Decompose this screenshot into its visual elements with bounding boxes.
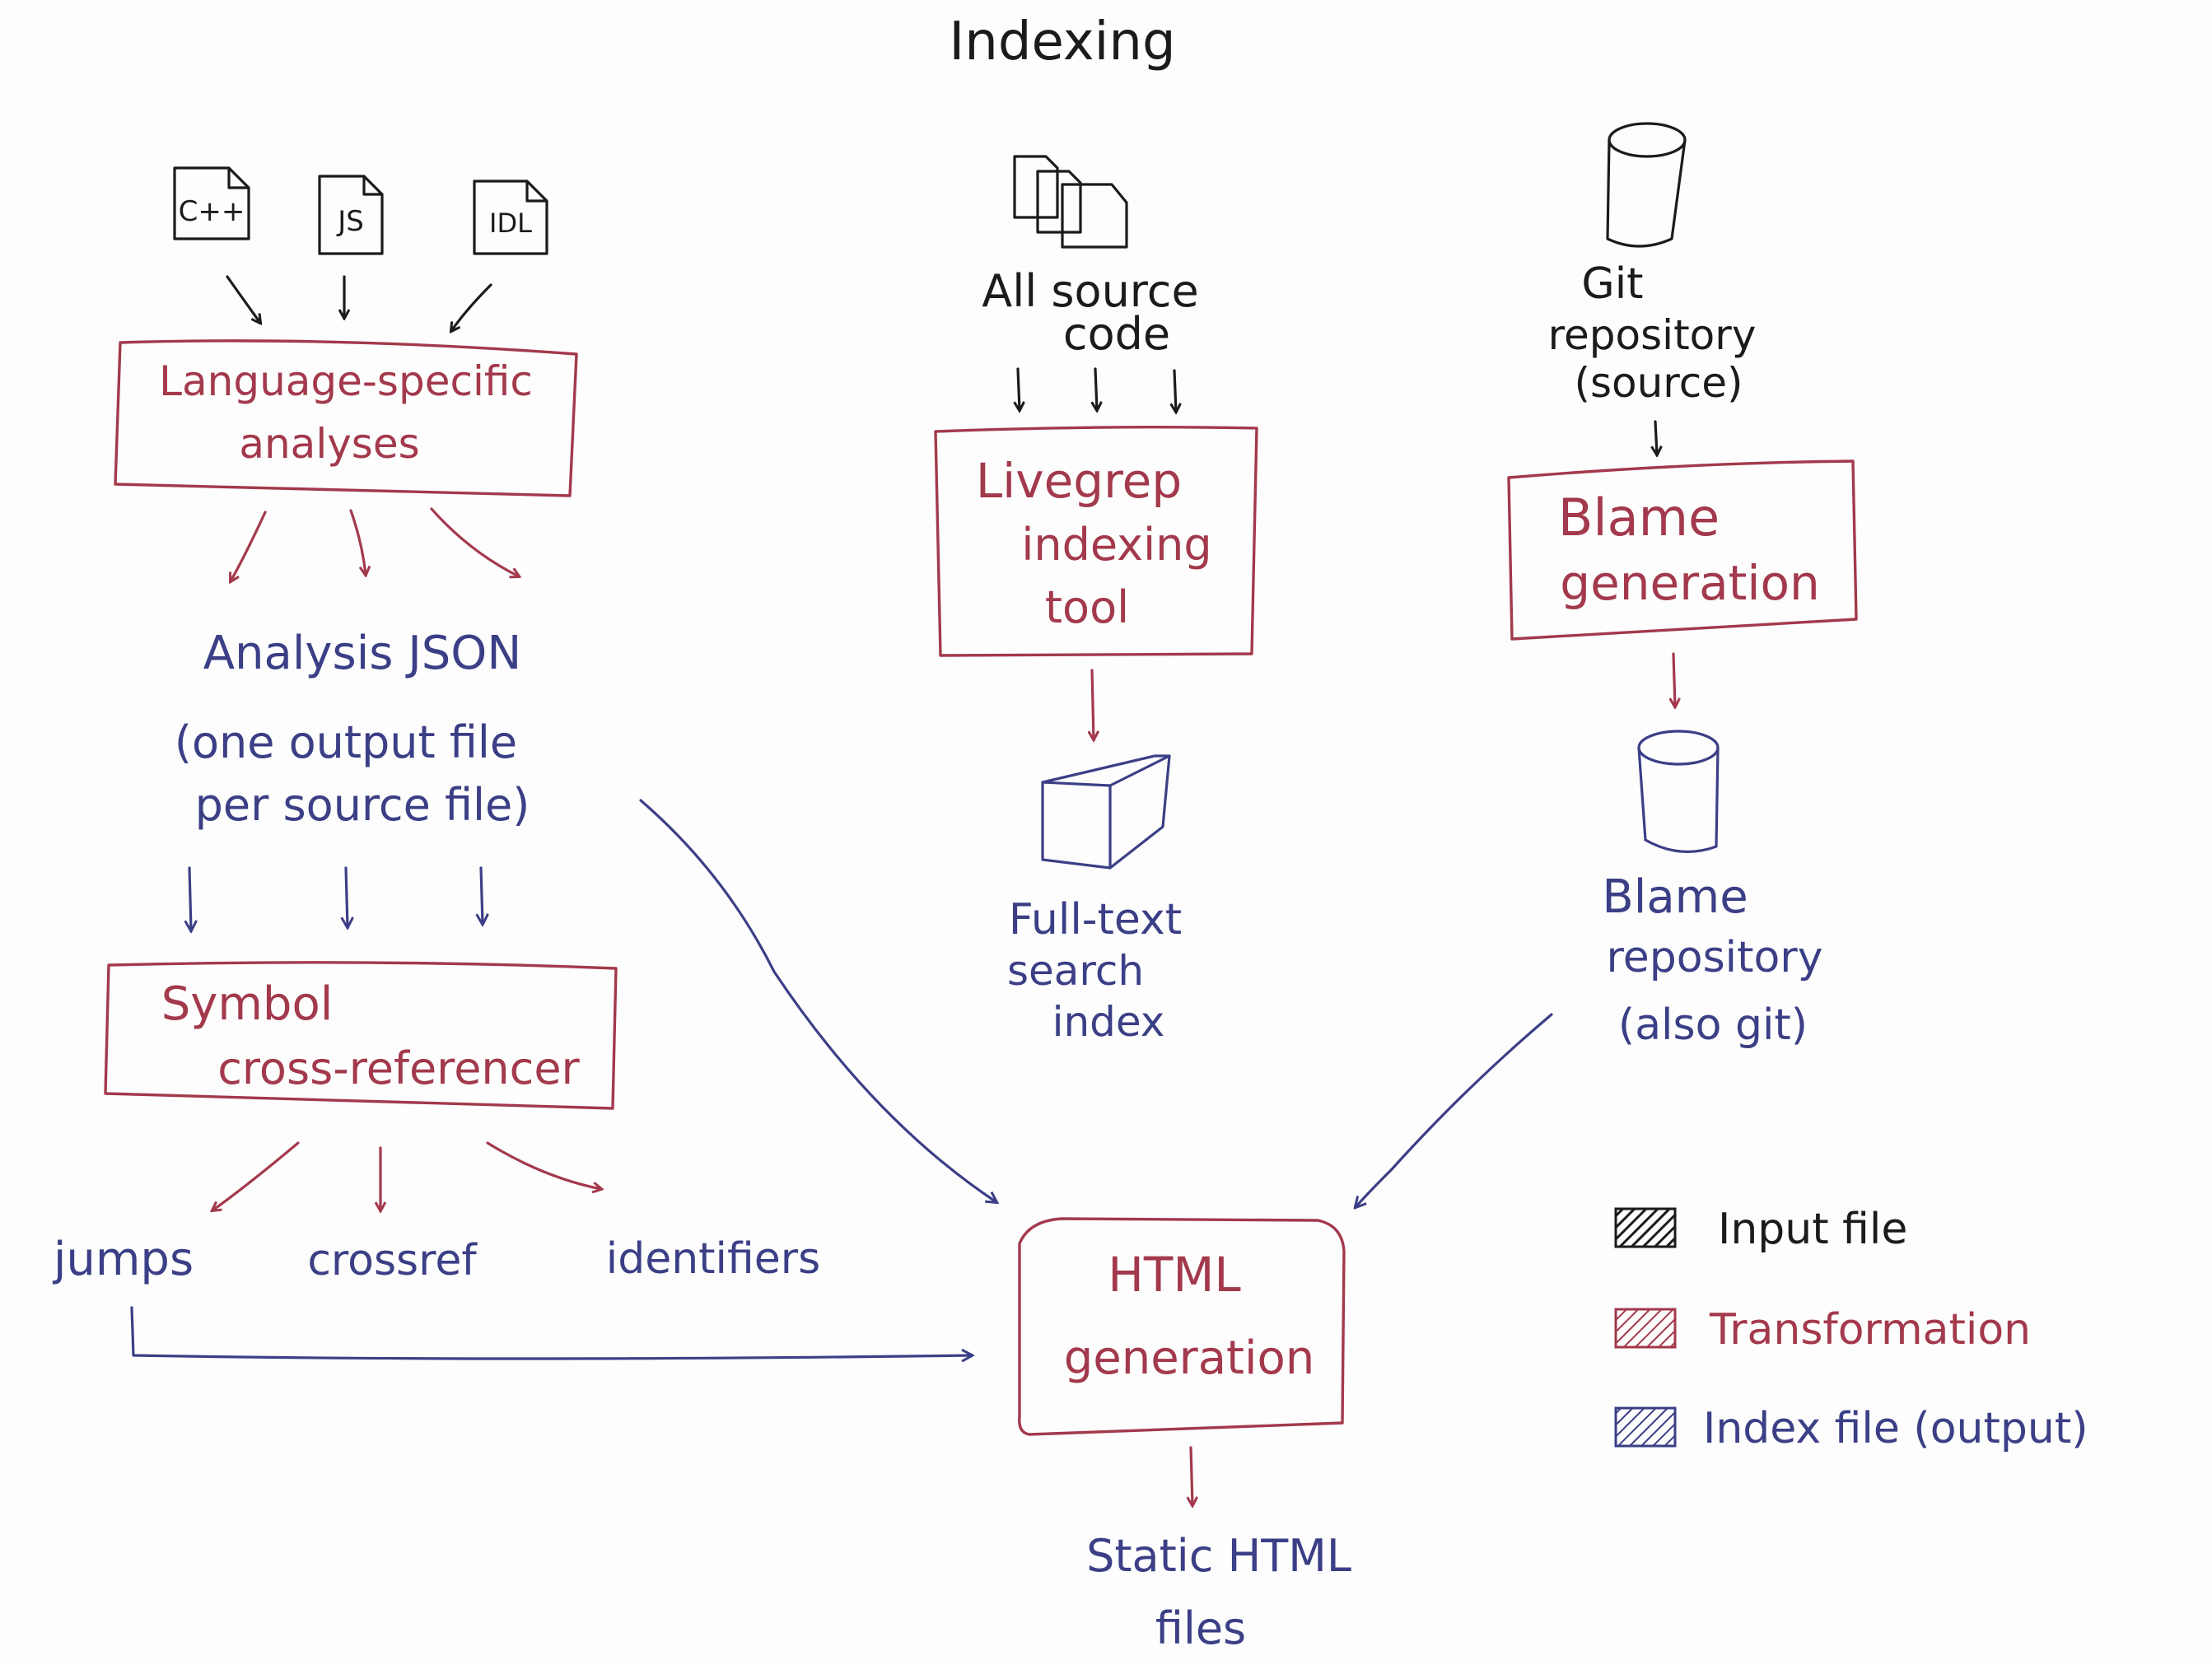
arrow-git-to-blame (1655, 420, 1657, 455)
symbol-xref-line2: cross-referencer (217, 1042, 580, 1094)
git-repo-line1: Git (1581, 259, 1643, 309)
arrow-cpp-to-analyses (226, 275, 260, 323)
arrow-source-to-livegrep-3 (1174, 369, 1176, 412)
arrow-outputs-to-html (130, 1306, 972, 1359)
livegrep-line2: indexing (1021, 519, 1211, 571)
html-generation-line1: HTML (1108, 1247, 1240, 1303)
blame-repository-cylinder-icon (1637, 730, 1720, 853)
cpp-file-label: C++ (179, 195, 245, 228)
arrow-json-to-xref-1 (189, 866, 191, 930)
html-generation-line2: generation (1064, 1332, 1315, 1385)
js-file-icon: JS (318, 175, 384, 255)
language-analyses-box (114, 339, 578, 497)
arrow-idl-to-analyses (451, 283, 492, 331)
arrow-analyses-to-json-3 (430, 507, 519, 576)
legend-transformation-label: Transformation (1709, 1305, 2031, 1355)
identifiers-label: identifiers (606, 1234, 820, 1284)
legend-input-swatch (1614, 1207, 1677, 1248)
all-source-line2: code (1063, 308, 1170, 360)
fulltext-line2: search (1007, 947, 1144, 995)
idl-file-icon: IDL (473, 180, 548, 255)
legend-input-label: Input file (1718, 1205, 1907, 1254)
livegrep-line1: Livegrep (976, 453, 1182, 509)
cpp-file-icon: C++ (173, 166, 250, 240)
arrow-analyses-to-json-2 (349, 509, 366, 575)
fulltext-line3: index (1052, 998, 1165, 1046)
analysis-json-line3: per source file) (195, 779, 530, 831)
arrow-analyses-to-json-1 (231, 511, 267, 581)
arrow-source-to-livegrep-1 (1018, 367, 1020, 410)
blame-generation-line2: generation (1560, 555, 1819, 611)
fulltext-index-box-icon (1041, 754, 1171, 870)
symbol-xref-box (104, 961, 618, 1110)
blame-repo-line3: (also git) (1618, 1000, 1808, 1050)
diagram-title: Indexing (949, 12, 1175, 72)
static-html-line1: Static HTML (1086, 1530, 1351, 1582)
arrow-blame-repo-to-html (1356, 1013, 1553, 1207)
arrow-json-to-html (639, 799, 996, 1202)
blame-generation-line1: Blame (1558, 487, 1720, 548)
git-repo-line2: repository (1548, 311, 1757, 359)
analysis-json-line2: (one output file (175, 716, 517, 768)
arrow-xref-to-identifiers (486, 1141, 601, 1189)
blame-generation-box (1507, 459, 1858, 641)
legend-index-swatch (1614, 1406, 1677, 1448)
analysis-json-line1: Analysis JSON (203, 627, 522, 680)
language-analyses-line2: analyses (239, 420, 419, 468)
js-file-label: JS (336, 205, 364, 238)
arrow-json-to-xref-2 (346, 866, 348, 927)
html-generation-box (1018, 1217, 1346, 1436)
livegrep-line3: tool (1045, 581, 1129, 633)
arrow-livegrep-to-index (1092, 669, 1094, 739)
git-repository-cylinder-icon (1606, 122, 1687, 248)
blame-repo-line2: repository (1607, 933, 1823, 982)
symbol-xref-line1: Symbol (161, 977, 334, 1031)
legend: Input file Transformation Index file (ou… (1614, 1205, 2088, 1453)
arrow-source-to-livegrep-2 (1095, 367, 1097, 410)
source-files-icon (1013, 155, 1128, 249)
arrow-html-to-static (1191, 1446, 1192, 1505)
all-source-line1: All source (982, 265, 1198, 317)
livegrep-box (934, 425, 1258, 657)
arrow-blame-to-repo (1673, 652, 1675, 707)
blame-repo-line1: Blame (1602, 870, 1748, 924)
legend-index-label: Index file (output) (1703, 1404, 2088, 1453)
language-analyses-line1: Language-specific (159, 357, 533, 405)
arrow-xref-to-jumps (212, 1141, 300, 1210)
static-html-line2: files (1155, 1602, 1246, 1654)
fulltext-line1: Full-text (1009, 895, 1182, 944)
git-repo-line3: (source) (1574, 359, 1743, 407)
idl-file-label: IDL (489, 208, 532, 239)
crossref-label: crossref (307, 1236, 478, 1285)
arrow-json-to-xref-3 (481, 866, 483, 924)
legend-transformation-swatch (1614, 1308, 1677, 1349)
jumps-label: jumps (52, 1233, 194, 1286)
